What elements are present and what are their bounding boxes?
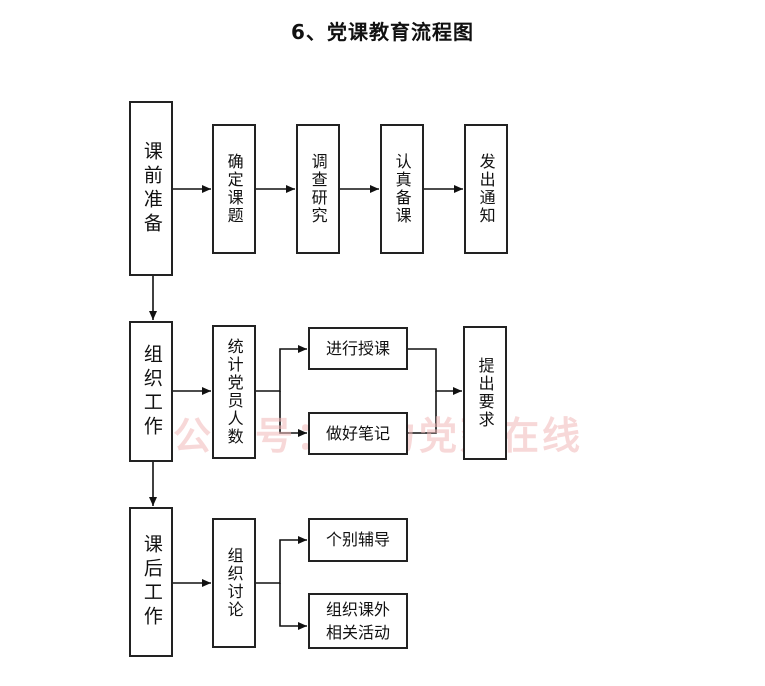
step-box-notes: 做好笔记 bbox=[308, 412, 408, 455]
stage-label: 课后工作 bbox=[140, 534, 163, 630]
step-label: 调查研究 bbox=[308, 153, 328, 225]
merge-notes-line bbox=[407, 391, 437, 434]
step-label: 做好笔记 bbox=[325, 423, 390, 443]
step-label: 认真备课 bbox=[392, 153, 412, 225]
merge-teach-to-require bbox=[407, 348, 462, 395]
stage-label: 课前准备 bbox=[140, 140, 163, 237]
step-label: 提出要求 bbox=[475, 357, 495, 429]
step-box-teach: 进行授课 bbox=[308, 327, 408, 370]
stage-box-prep: 课前准备 bbox=[129, 101, 173, 276]
branch-count-to-teach bbox=[255, 345, 307, 392]
branch-discuss-to-coach bbox=[255, 536, 307, 584]
step-label: 组织讨论 bbox=[224, 547, 244, 619]
step-label: 进行授课 bbox=[325, 338, 390, 358]
step-box-discuss: 组织讨论 bbox=[212, 518, 256, 648]
branch-count-to-notes bbox=[279, 391, 307, 437]
branch-discuss-to-activity bbox=[279, 583, 307, 630]
stage-box-organize: 组织工作 bbox=[129, 321, 173, 462]
step-box-coach: 个别辅导 bbox=[308, 518, 408, 562]
step-box-count-members: 统计党员人数 bbox=[212, 325, 256, 459]
page-title: 6、党课教育流程图 bbox=[291, 20, 474, 44]
step-box-require: 提出要求 bbox=[463, 326, 507, 460]
stage-label: 组织工作 bbox=[140, 343, 163, 440]
step-box-notify: 发出通知 bbox=[464, 124, 508, 254]
step-label: 发出通知 bbox=[476, 153, 496, 225]
step-label: 统计党员人数 bbox=[224, 338, 244, 446]
step-label: 组织课外相关活动 bbox=[325, 599, 390, 642]
step-label: 确定课题 bbox=[224, 153, 244, 225]
step-box-research: 调查研究 bbox=[296, 124, 340, 254]
step-box-activity: 组织课外相关活动 bbox=[308, 593, 408, 649]
step-box-topic: 确定课题 bbox=[212, 124, 256, 254]
stage-box-after: 课后工作 bbox=[129, 507, 173, 657]
step-box-prepare: 认真备课 bbox=[380, 124, 424, 254]
step-label: 个别辅导 bbox=[325, 530, 390, 550]
